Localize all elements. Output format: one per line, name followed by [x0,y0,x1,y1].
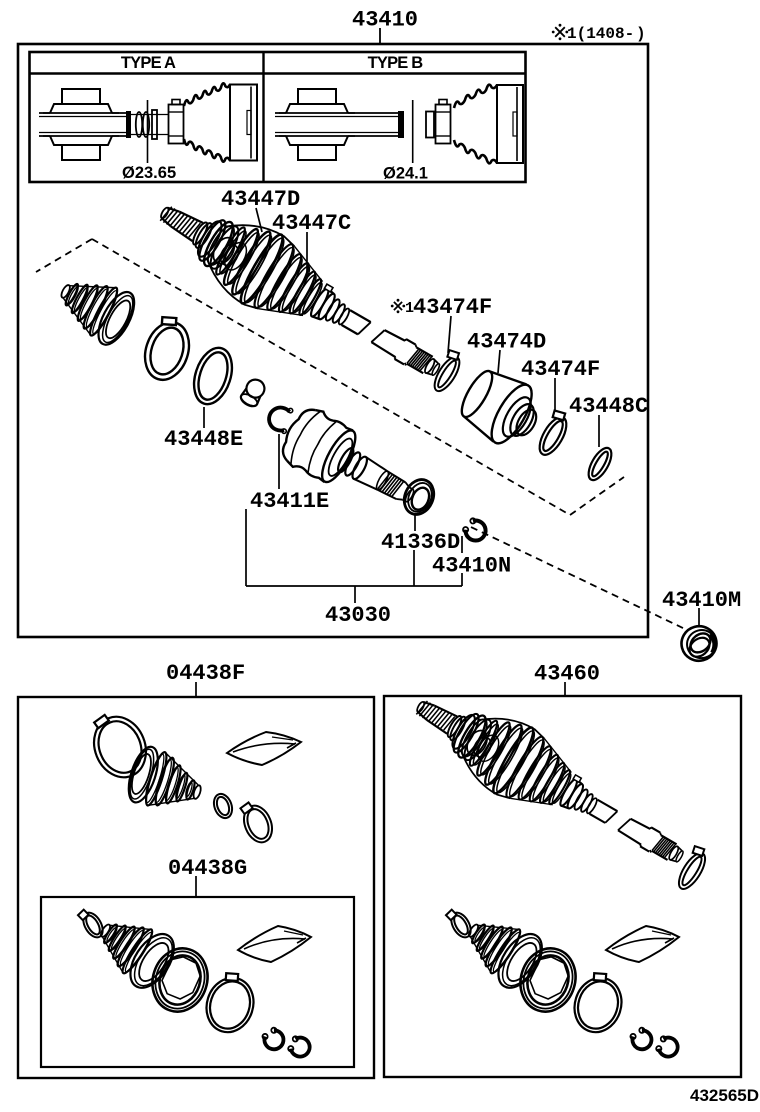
svg-text:Ø23.65: Ø23.65 [122,164,176,182]
svg-text:432565D: 432565D [690,1086,759,1105]
svg-text:43448C: 43448C [569,394,648,419]
svg-text:43411E: 43411E [250,489,329,514]
svg-text:43447C: 43447C [272,211,351,236]
svg-text:43410N: 43410N [432,554,511,579]
svg-text:04438G: 04438G [168,856,247,881]
svg-text:TYPE A: TYPE A [121,54,176,72]
svg-text:Ø24.1: Ø24.1 [383,165,428,183]
svg-text:04438F: 04438F [166,661,245,686]
svg-text:43474D: 43474D [467,330,546,355]
svg-text:43030: 43030 [325,603,391,628]
svg-text:43410: 43410 [352,8,418,33]
svg-text:43474F: 43474F [413,295,492,320]
svg-text:43447D: 43447D [221,187,300,212]
svg-text:43460: 43460 [534,662,600,687]
svg-text:1: 1 [405,300,414,317]
svg-text:41336D: 41336D [381,530,460,555]
svg-text:43474F: 43474F [521,357,600,382]
svg-text:): ) [636,25,646,43]
svg-text:1(1408-: 1(1408- [567,25,634,43]
svg-text:43410M: 43410M [662,588,741,613]
svg-text:TYPE B: TYPE B [368,54,424,72]
svg-text:43448E: 43448E [164,427,243,452]
